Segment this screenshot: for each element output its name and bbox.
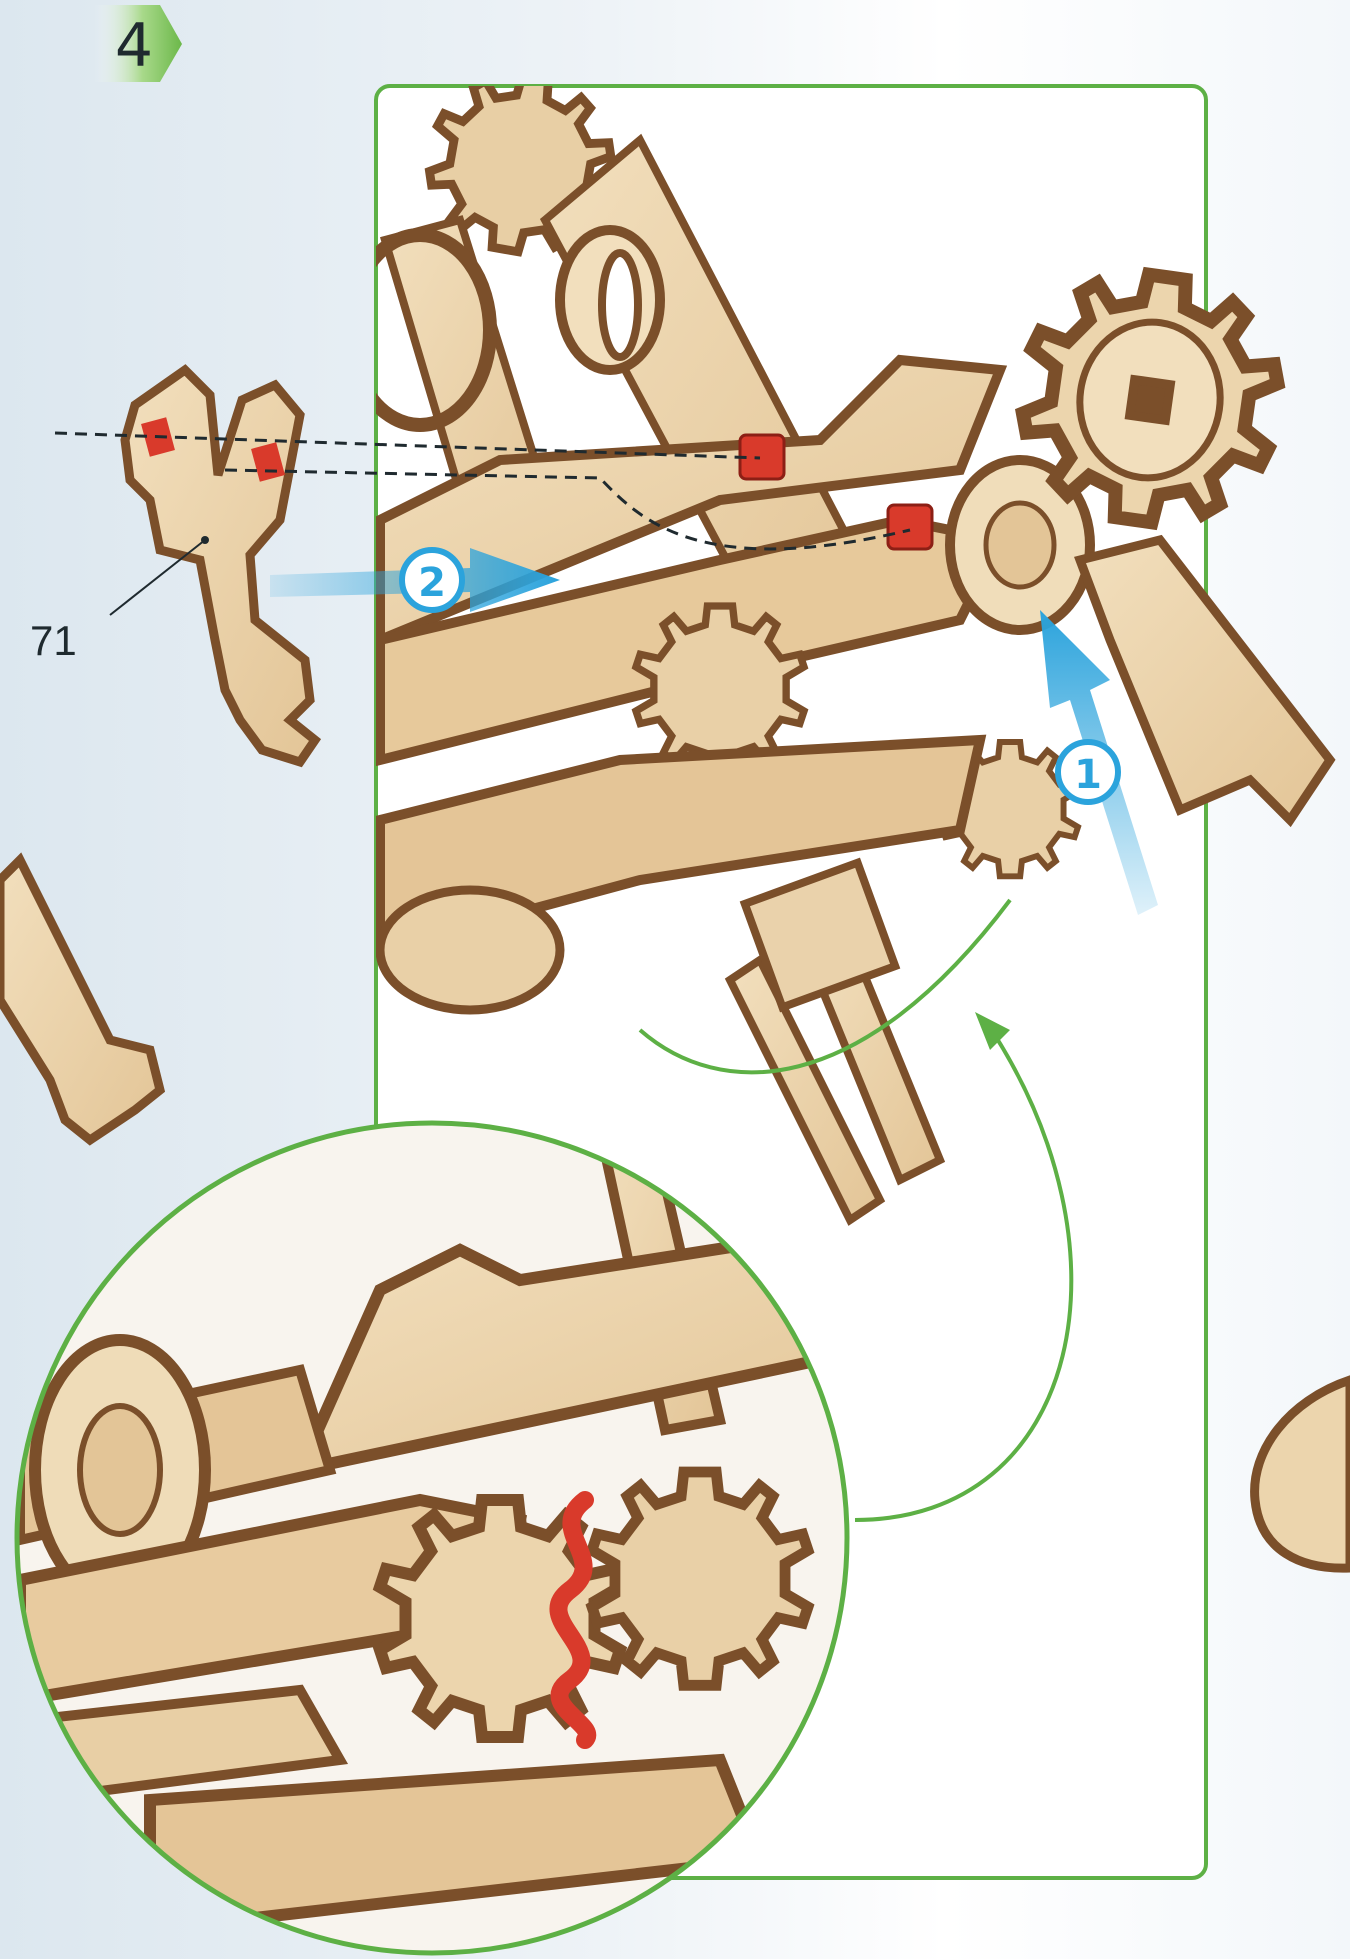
step-badge: 4 [94, 5, 182, 82]
arrow-2-number: 2 [418, 560, 446, 606]
wooden-part-71 [125, 370, 315, 762]
red-peg-1 [740, 435, 784, 479]
step-number: 4 [115, 11, 153, 81]
partial-part-left-edge [0, 860, 160, 1140]
partial-part-right-edge [1255, 1380, 1350, 1568]
arrow-1-number: 1 [1074, 752, 1102, 798]
red-peg-2 [888, 505, 932, 549]
part-71-label: 71 [30, 617, 77, 664]
